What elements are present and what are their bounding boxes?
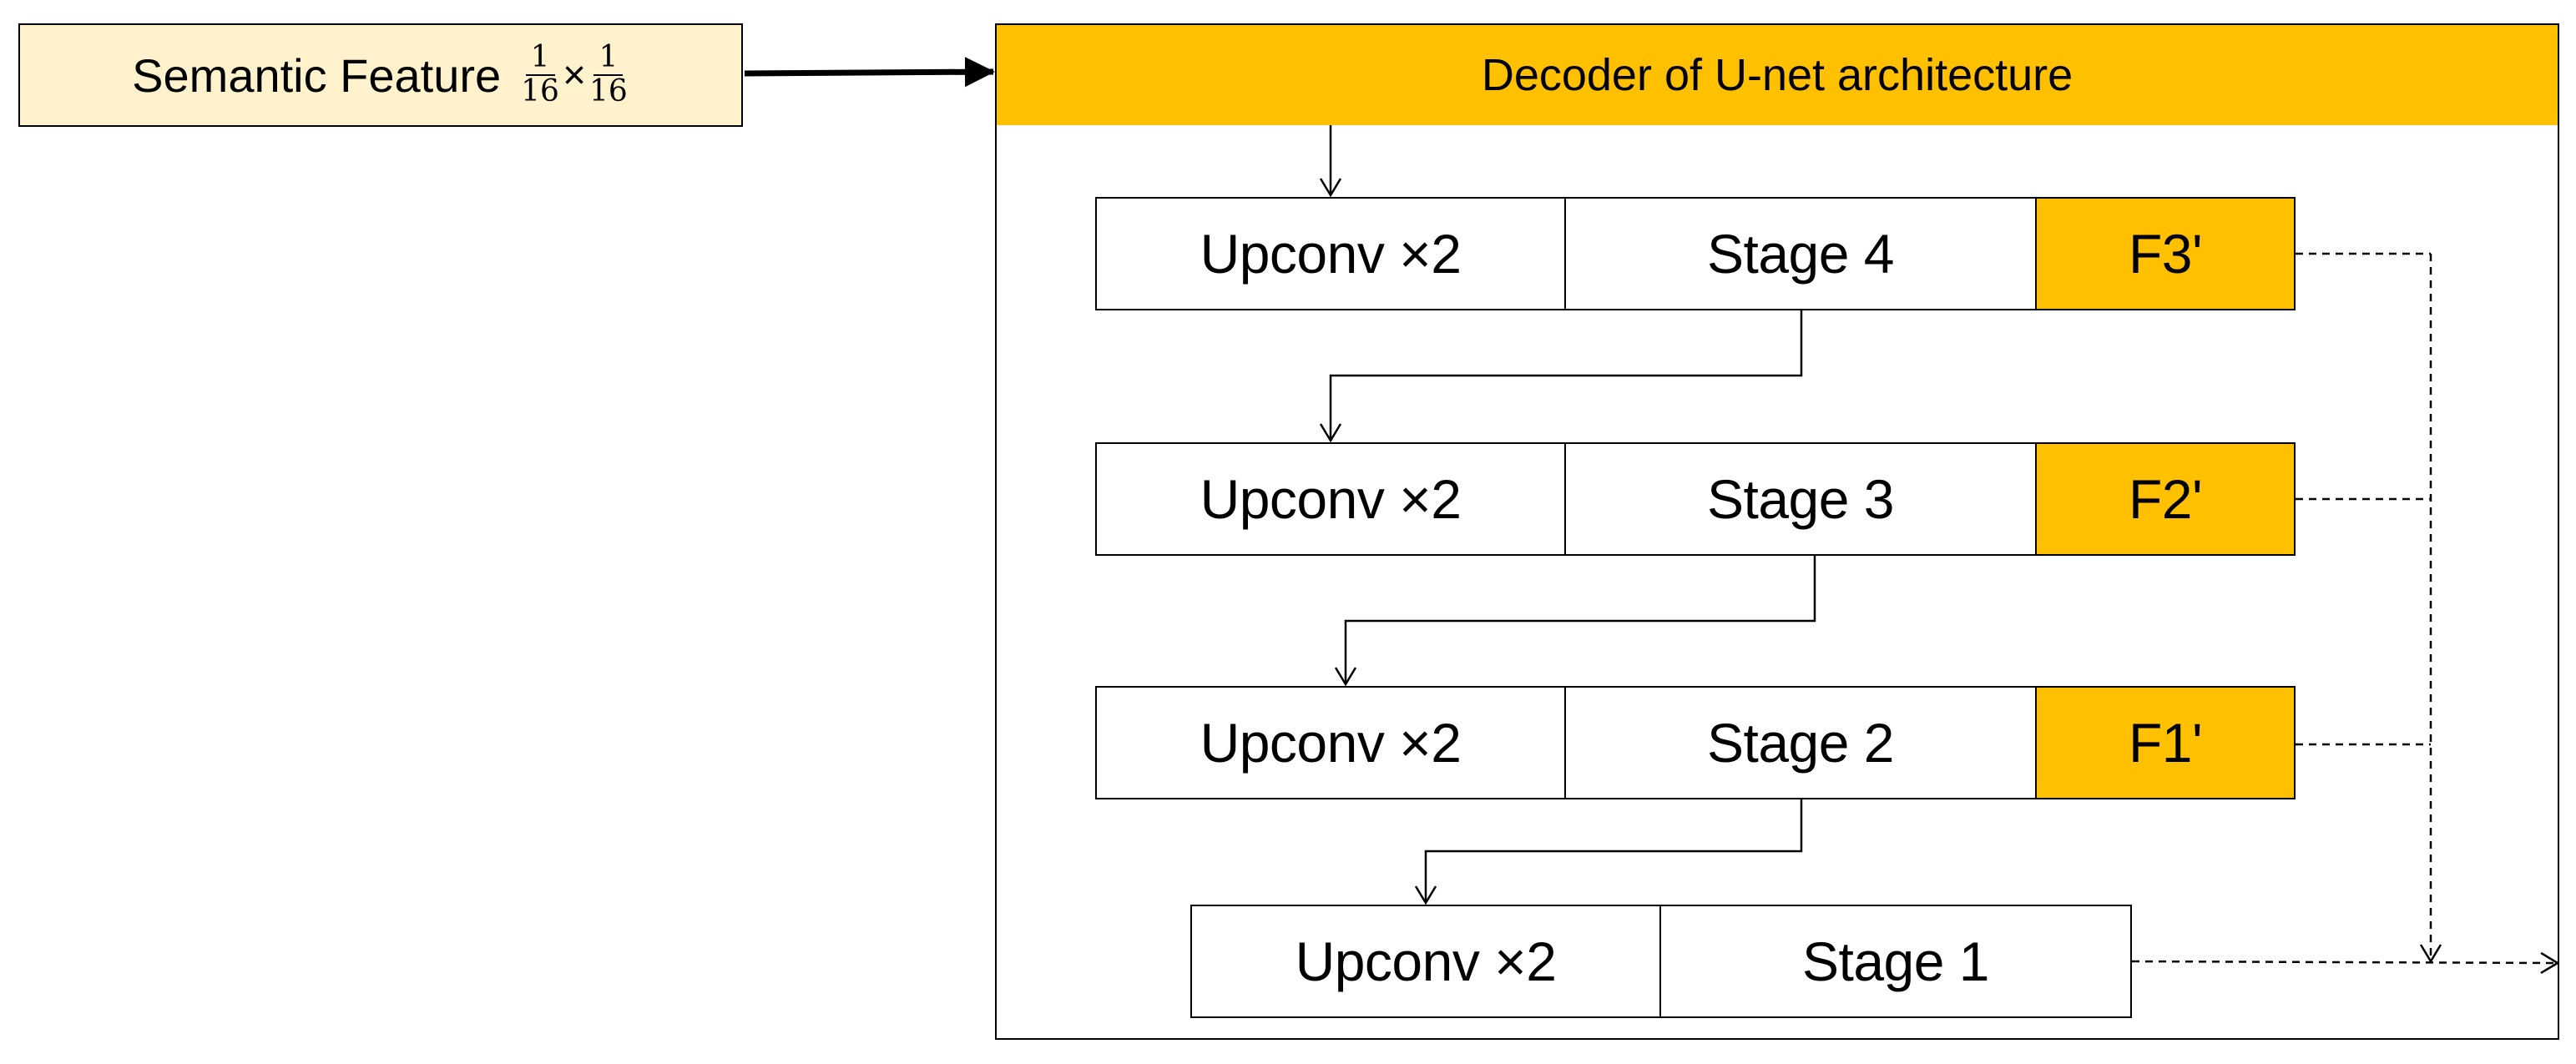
- feature-label: F1': [2128, 712, 2203, 774]
- upconv-box-stage2: Upconv ×2: [1095, 686, 1566, 799]
- stage-label: Stage 1: [1801, 930, 1990, 992]
- upconv-label: Upconv ×2: [1200, 712, 1462, 774]
- decoder-title-bar: Decoder of U-net architecture: [995, 23, 2559, 125]
- stage4-to-upconv-arrow: [1319, 310, 1803, 443]
- semantic-feature-label: Semantic Feature: [132, 48, 502, 102]
- feature-label: F3': [2128, 223, 2203, 285]
- input-arrow: [744, 57, 995, 88]
- upconv-box-stage3: Upconv ×2: [1095, 442, 1566, 556]
- stage2-to-upconv-arrow: [1414, 799, 1803, 905]
- upconv-box-stage1: Upconv ×2: [1190, 905, 1661, 1018]
- stage1-output-arrow: [2131, 951, 2560, 974]
- upconv-label: Upconv ×2: [1295, 930, 1557, 992]
- stage1-box: Stage 1: [1659, 905, 2132, 1018]
- semantic-feature-box: Semantic Feature 1 16 × 1 16: [18, 23, 743, 127]
- times-symbol: ×: [562, 53, 586, 98]
- feature-f1-box: F1': [2035, 686, 2296, 799]
- stage-label: Stage 2: [1706, 712, 1895, 774]
- feature-f2-box: F2': [2035, 442, 2296, 556]
- stage-label: Stage 3: [1706, 468, 1895, 530]
- stage2-box: Stage 2: [1564, 686, 2037, 799]
- stage3-box: Stage 3: [1564, 442, 2037, 556]
- stage4-box: Stage 4: [1564, 197, 2037, 310]
- stage3-to-upconv-arrow: [1334, 556, 1816, 687]
- fraction-2: 1 16: [589, 40, 628, 108]
- upconv-label: Upconv ×2: [1200, 468, 1462, 530]
- decoder-title: Decoder of U-net architecture: [1481, 50, 2073, 100]
- stage-label: Stage 4: [1706, 223, 1895, 285]
- feature-label: F2': [2128, 468, 2203, 530]
- fraction-1: 1 16: [521, 40, 559, 108]
- feature-f3-box: F3': [2035, 197, 2296, 310]
- upconv-box-stage4: Upconv ×2: [1095, 197, 1566, 310]
- upconv-label: Upconv ×2: [1200, 223, 1462, 285]
